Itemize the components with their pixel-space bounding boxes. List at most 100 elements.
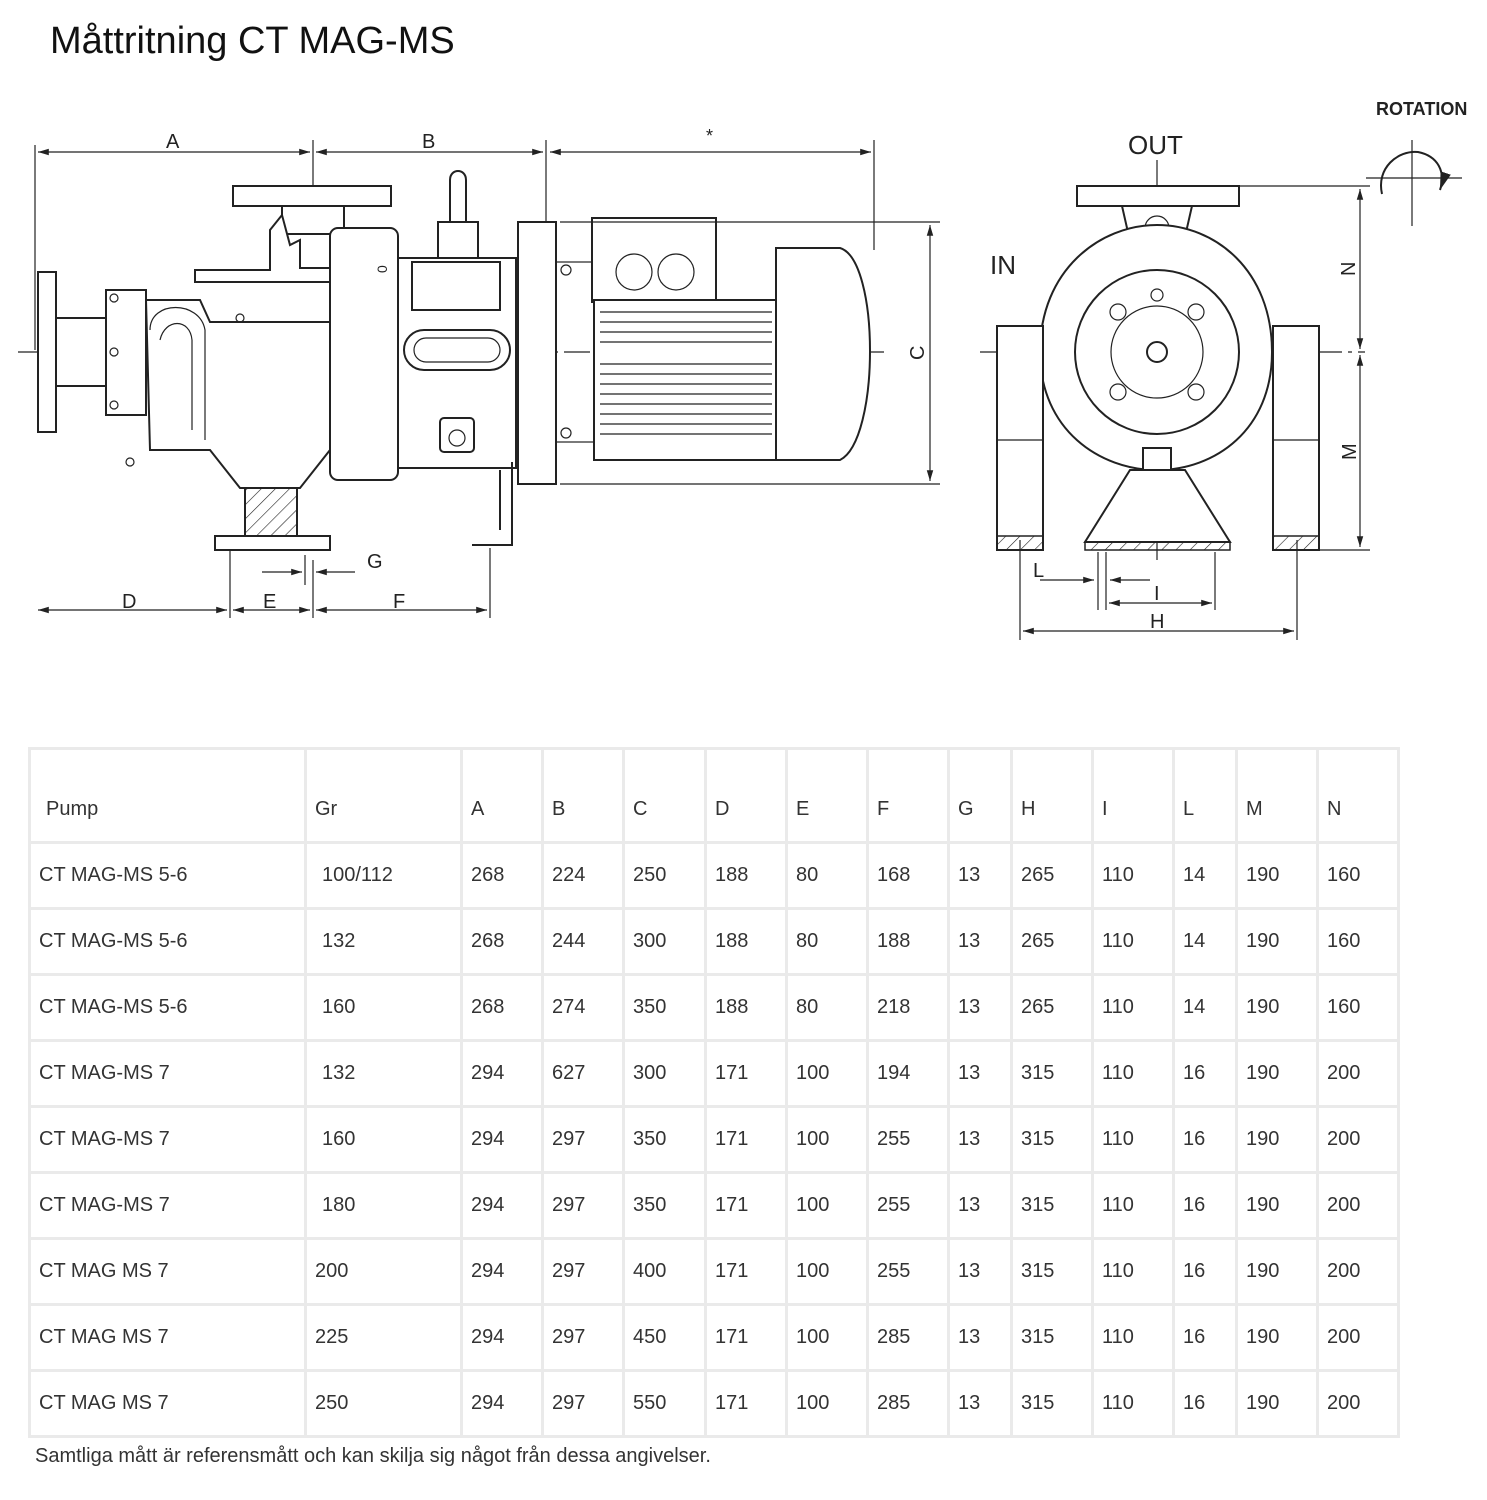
column-header: H [1010,747,1094,844]
table-cell: 171 [704,1039,788,1108]
table-cell: 268 [460,907,544,976]
table-cell: 315 [1010,1171,1094,1240]
column-header: I [1091,747,1175,844]
table-cell: 297 [541,1303,625,1372]
table-cell: 315 [1010,1105,1094,1174]
table-cell: 190 [1235,1369,1319,1438]
table-cell: 13 [947,1039,1013,1108]
table-cell: 350 [622,1171,707,1240]
table-cell: 294 [460,1237,544,1306]
table-cell: CT MAG-MS 7 [28,1039,307,1108]
table-cell: 80 [785,841,869,910]
dim-label-i: I [1154,583,1160,605]
table-cell: 171 [704,1369,788,1438]
table-cell: 100 [785,1105,869,1174]
table-cell: 132 [304,1039,463,1108]
column-header: C [622,747,707,844]
column-header: L [1172,747,1238,844]
table-cell: 110 [1091,1303,1175,1372]
table-cell: 190 [1235,1171,1319,1240]
table-cell: 218 [866,973,950,1042]
table-cell: 194 [866,1039,950,1108]
table-cell: 110 [1091,1171,1175,1240]
table-cell: 100 [785,1303,869,1372]
dim-label-e: E [263,591,276,613]
table-cell: 294 [460,1303,544,1372]
table-cell: 171 [704,1303,788,1372]
dim-label-h: H [1150,611,1164,633]
table-cell: 200 [304,1237,463,1306]
table-cell: 100 [785,1171,869,1240]
column-header: B [541,747,625,844]
label-out: OUT [1128,130,1183,160]
table-cell: 188 [704,907,788,976]
table-cell: 160 [304,1105,463,1174]
page-title: Måttritning CT MAG-MS [50,20,455,62]
table-cell: CT MAG MS 7 [28,1303,307,1372]
table-cell: 294 [460,1039,544,1108]
table-cell: CT MAG MS 7 [28,1369,307,1438]
table-cell: 13 [947,1171,1013,1240]
column-header: Pump [28,747,307,844]
table-cell: 16 [1172,1369,1238,1438]
table-cell: CT MAG-MS 5-6 [28,907,307,976]
column-header: F [866,747,950,844]
table-cell: 268 [460,841,544,910]
table-cell: 14 [1172,973,1238,1042]
table-cell: 160 [1316,907,1400,976]
table-cell: 110 [1091,907,1175,976]
table-cell: 110 [1091,1105,1175,1174]
table-cell: 297 [541,1171,625,1240]
table-cell: 627 [541,1039,625,1108]
table-cell: 190 [1235,1105,1319,1174]
table-cell: 16 [1172,1039,1238,1108]
table-cell: 110 [1091,973,1175,1042]
table-cell: 400 [622,1237,707,1306]
table-cell: 285 [866,1303,950,1372]
dim-label-f: F [393,591,405,613]
table-cell: 110 [1091,841,1175,910]
table-cell: 160 [304,973,463,1042]
dim-label-star: * [706,126,713,146]
table-cell: 255 [866,1105,950,1174]
column-header: G [947,747,1013,844]
dim-label-m: M [1339,443,1361,460]
table-cell: 200 [1316,1369,1400,1438]
table-cell: 200 [1316,1303,1400,1372]
dim-label-c: C [907,346,929,360]
front-view: OUT IN ROTATION [980,99,1467,640]
table-cell: 285 [866,1369,950,1438]
table-cell: 110 [1091,1039,1175,1108]
label-rotation: ROTATION [1376,99,1467,119]
table-cell: 16 [1172,1171,1238,1240]
table-cell: 110 [1091,1237,1175,1306]
table-cell: 350 [622,1105,707,1174]
table-cell: 225 [304,1303,463,1372]
label-in: IN [990,250,1016,280]
column-header: Gr [304,747,463,844]
table-cell: 171 [704,1171,788,1240]
table-cell: 294 [460,1171,544,1240]
table-cell: 294 [460,1105,544,1174]
table-cell: 550 [622,1369,707,1438]
table-cell: 13 [947,907,1013,976]
table-cell: 315 [1010,1237,1094,1306]
table-cell: 132 [304,907,463,976]
table-cell: 200 [1316,1237,1400,1306]
table-cell: 255 [866,1171,950,1240]
table-cell: 168 [866,841,950,910]
table-cell: 450 [622,1303,707,1372]
table-cell: 190 [1235,1237,1319,1306]
marking-zero: 0 [374,265,390,273]
table-cell: 13 [947,1237,1013,1306]
table-cell: 224 [541,841,625,910]
table-cell: 14 [1172,907,1238,976]
table-cell: 300 [622,1039,707,1108]
